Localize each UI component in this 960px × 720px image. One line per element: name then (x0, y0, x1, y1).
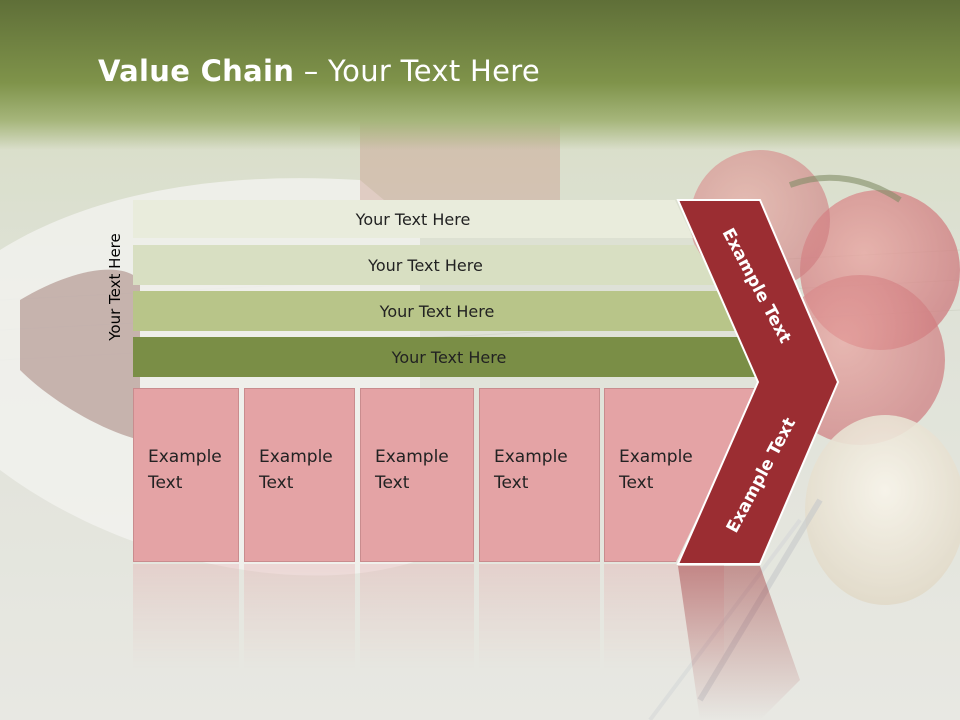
primary-box-1-line2: Text (148, 473, 183, 493)
support-row-2: Your Text Here (133, 245, 718, 285)
header-band (0, 0, 960, 150)
title-bold: Value Chain (98, 54, 295, 88)
support-row-3: Your Text Here (133, 291, 741, 331)
slide-title: Value Chain – Your Text Here (98, 54, 540, 88)
primary-box-4: Example Text (479, 388, 600, 562)
primary-box-5-line1: Example (619, 447, 693, 467)
primary-box-4-line1: Example (494, 447, 568, 467)
primary-box-3: Example Text (360, 388, 474, 562)
support-row-2-label: Your Text Here (368, 255, 483, 275)
support-row-1-label: Your Text Here (355, 209, 471, 229)
support-row-1: Your Text Here (133, 200, 693, 238)
primary-box-3-line1: Example (375, 447, 449, 467)
chevron-shape (676, 199, 840, 565)
primary-box-2-line1: Example (259, 447, 333, 467)
support-row-4-label: Your Text Here (391, 347, 507, 367)
title-rest: – Your Text Here (294, 54, 540, 88)
primary-box-1: Example Text (133, 388, 239, 562)
primary-box-2-line2: Text (259, 473, 294, 493)
support-row-4: Your Text Here (133, 337, 765, 377)
primary-box-5-line2: Text (619, 473, 654, 493)
primary-box-3-line2: Text (375, 473, 410, 493)
chevron-reflection (678, 566, 800, 720)
primary-box-1-line1: Example (148, 447, 222, 467)
primary-box-2: Example Text (244, 388, 355, 562)
primary-box-4-line2: Text (494, 473, 529, 493)
support-row-3-label: Your Text Here (379, 301, 495, 321)
